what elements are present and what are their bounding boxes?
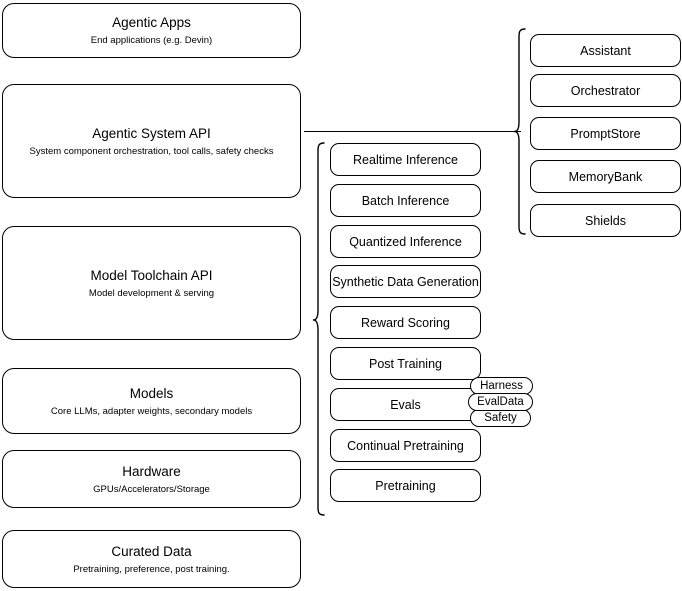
layer-title: Hardware xyxy=(122,463,181,479)
layer-agentic-system-api[interactable]: Agentic System API System component orch… xyxy=(2,84,301,198)
eval-tag-evaldata[interactable]: EvalData xyxy=(468,393,533,411)
capability-label: Post Training xyxy=(369,356,442,371)
capability-reward-scoring[interactable]: Reward Scoring xyxy=(330,306,481,339)
capability-realtime-inference[interactable]: Realtime Inference xyxy=(330,143,481,176)
layer-title: Agentic Apps xyxy=(112,15,191,30)
layer-subtitle: GPUs/Accelerators/Storage xyxy=(93,483,210,495)
component-label: Shields xyxy=(585,213,626,228)
layer-title: Curated Data xyxy=(111,543,192,559)
layer-title: Model Toolchain API xyxy=(90,267,213,283)
eval-tag-safety[interactable]: Safety xyxy=(470,409,531,427)
capability-synthetic-data-generation[interactable]: Synthetic Data Generation xyxy=(330,265,481,298)
capability-pretraining[interactable]: Pretraining xyxy=(330,469,481,502)
component-memorybank[interactable]: MemoryBank xyxy=(530,160,681,193)
capability-batch-inference[interactable]: Batch Inference xyxy=(330,184,481,217)
layer-models[interactable]: Models Core LLMs, adapter weights, secon… xyxy=(2,368,301,434)
capability-label: Realtime Inference xyxy=(353,152,458,167)
layer-subtitle: End applications (e.g. Devin) xyxy=(90,35,213,46)
capability-label: Reward Scoring xyxy=(361,315,450,330)
eval-tag-label: Harness xyxy=(480,380,523,392)
layer-hardware[interactable]: Hardware GPUs/Accelerators/Storage xyxy=(2,450,301,508)
capability-continual-pretraining[interactable]: Continual Pretraining xyxy=(330,429,481,462)
component-assistant[interactable]: Assistant xyxy=(530,34,681,67)
eval-tag-label: EvalData xyxy=(477,396,524,408)
eval-tag-label: Safety xyxy=(484,412,517,424)
capability-evals[interactable]: Evals xyxy=(330,388,481,421)
capability-quantized-inference[interactable]: Quantized Inference xyxy=(330,225,481,258)
layer-title: Models xyxy=(129,385,174,401)
layer-subtitle: System component orchestration, tool cal… xyxy=(29,145,274,157)
component-label: PromptStore xyxy=(570,126,641,141)
layer-agentic-apps[interactable]: Agentic Apps End applications (e.g. Devi… xyxy=(2,3,301,58)
layer-subtitle: Core LLMs, adapter weights, secondary mo… xyxy=(50,405,253,417)
component-label: MemoryBank xyxy=(568,169,643,184)
layer-title: Agentic System API xyxy=(92,125,211,141)
component-label: Assistant xyxy=(580,43,631,58)
component-promptstore[interactable]: PromptStore xyxy=(530,117,681,150)
capability-post-training[interactable]: Post Training xyxy=(330,347,481,380)
component-shields[interactable]: Shields xyxy=(530,204,681,237)
system-components-brace xyxy=(513,28,526,235)
capability-label: Continual Pretraining xyxy=(347,438,464,453)
toolchain-capabilities-brace xyxy=(312,142,325,516)
layer-subtitle: Pretraining, preference, post training. xyxy=(73,563,230,575)
capability-label: Synthetic Data Generation xyxy=(332,274,479,289)
layer-model-toolchain-api[interactable]: Model Toolchain API Model development & … xyxy=(2,226,301,340)
capability-label: Pretraining xyxy=(375,478,436,493)
component-orchestrator[interactable]: Orchestrator xyxy=(530,74,681,107)
capability-label: Batch Inference xyxy=(361,193,450,208)
layer-subtitle: Model development & serving xyxy=(88,287,215,299)
capability-label: Evals xyxy=(390,397,421,412)
connector-agentic-system-api-to-components xyxy=(304,131,521,133)
layer-curated-data[interactable]: Curated Data Pretraining, preference, po… xyxy=(2,530,301,588)
component-label: Orchestrator xyxy=(570,83,641,98)
capability-label: Quantized Inference xyxy=(349,234,462,249)
